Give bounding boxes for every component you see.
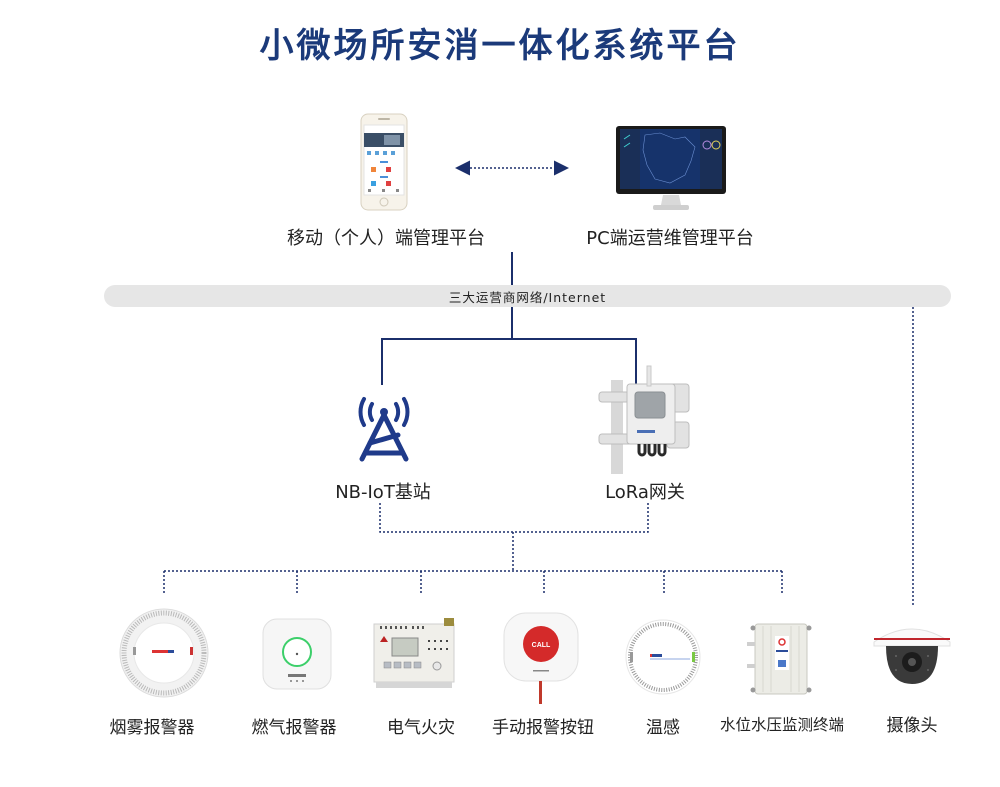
device-label-water: 水位水压监测终端 xyxy=(719,716,844,734)
lora-gateway-icon xyxy=(597,362,693,474)
network-bar xyxy=(104,285,951,307)
page-title: 小微场所安消一体化系统平台 xyxy=(259,26,741,66)
device-label-call-button: 手动报警按钮 xyxy=(492,718,594,738)
cell-tower-icon xyxy=(352,393,416,463)
gateway-label-lora: LoRa网关 xyxy=(605,482,685,503)
call-button-icon: CALL xyxy=(503,612,581,704)
device-label-camera: 摄像头 xyxy=(886,716,938,736)
gateway-merge-line xyxy=(379,503,649,533)
monitor-icon xyxy=(615,125,727,213)
smoke-detector-icon xyxy=(118,607,210,699)
device-label-gas: 燃气报警器 xyxy=(251,718,337,738)
network-label: 三大运营商网络/Internet xyxy=(448,290,607,305)
gateway-label-nbiot: NB-IoT基站 xyxy=(335,482,431,503)
water-pressure-terminal-icon xyxy=(745,620,817,696)
gateway-branch-line xyxy=(381,338,637,385)
mobile-platform-label: 移动（个人）端管理平台 xyxy=(287,228,485,249)
electrical-fire-monitor-icon xyxy=(372,618,458,690)
smartphone-icon xyxy=(360,113,408,211)
call-button-text: CALL xyxy=(532,642,551,649)
heat-detector-icon xyxy=(624,618,702,696)
device-label-heat: 温感 xyxy=(646,718,680,738)
device-label-smoke: 烟雾报警器 xyxy=(109,718,195,738)
gas-detector-icon xyxy=(262,618,332,690)
device-label-electrical: 电气火灾 xyxy=(387,718,455,738)
pc-platform-label: PC端运营维管理平台 xyxy=(586,228,754,249)
dome-camera-icon xyxy=(870,622,954,688)
